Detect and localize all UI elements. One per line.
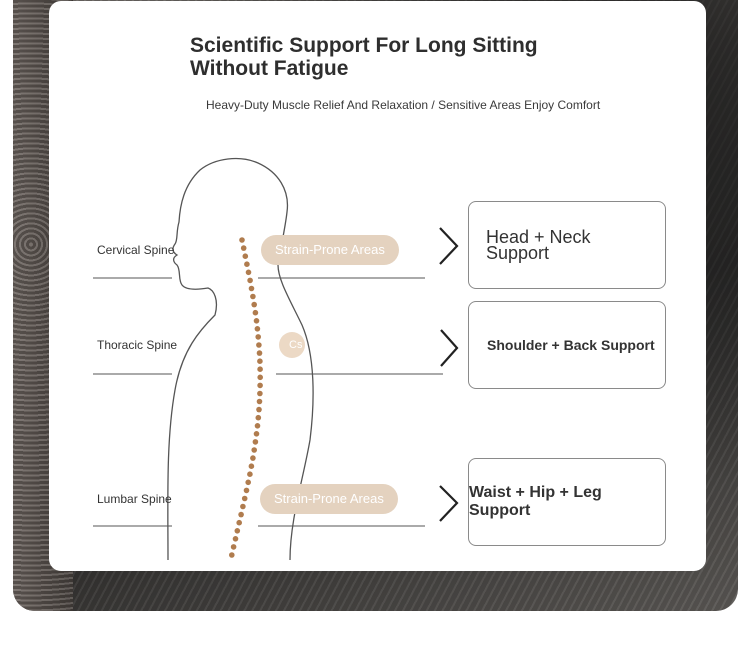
shoulder-back-support-label: Shoulder + Back Support <box>487 337 655 353</box>
cervical-spine-label: Cervical Spine <box>97 243 175 257</box>
page-title: Scientific Support For Long Sitting With… <box>190 34 538 80</box>
head-neck-support-label: Head + Neck Support <box>486 227 591 263</box>
waist-hip-leg-support-label: Waist + Hip + Leg Support <box>469 484 602 519</box>
page-subtitle: Heavy-Duty Muscle Relief And Relaxation … <box>206 98 601 112</box>
strain-prone-badge-thoracic: Cs <box>279 332 305 358</box>
lumbar-spine-label: Lumbar Spine <box>97 492 172 506</box>
shoulder-back-support-box: Shoulder + Back Support <box>468 301 666 389</box>
waist-hip-leg-support-box: Waist + Hip + Leg Support <box>468 458 666 546</box>
thoracic-spine-label: Thoracic Spine <box>97 338 178 352</box>
strain-prone-badge-cervical: Strain-Prone Areas <box>261 235 399 265</box>
head-neck-support-box: Head + Neck Support <box>468 201 666 289</box>
strain-prone-badge-lumbar: Strain-Prone Areas <box>260 484 398 514</box>
